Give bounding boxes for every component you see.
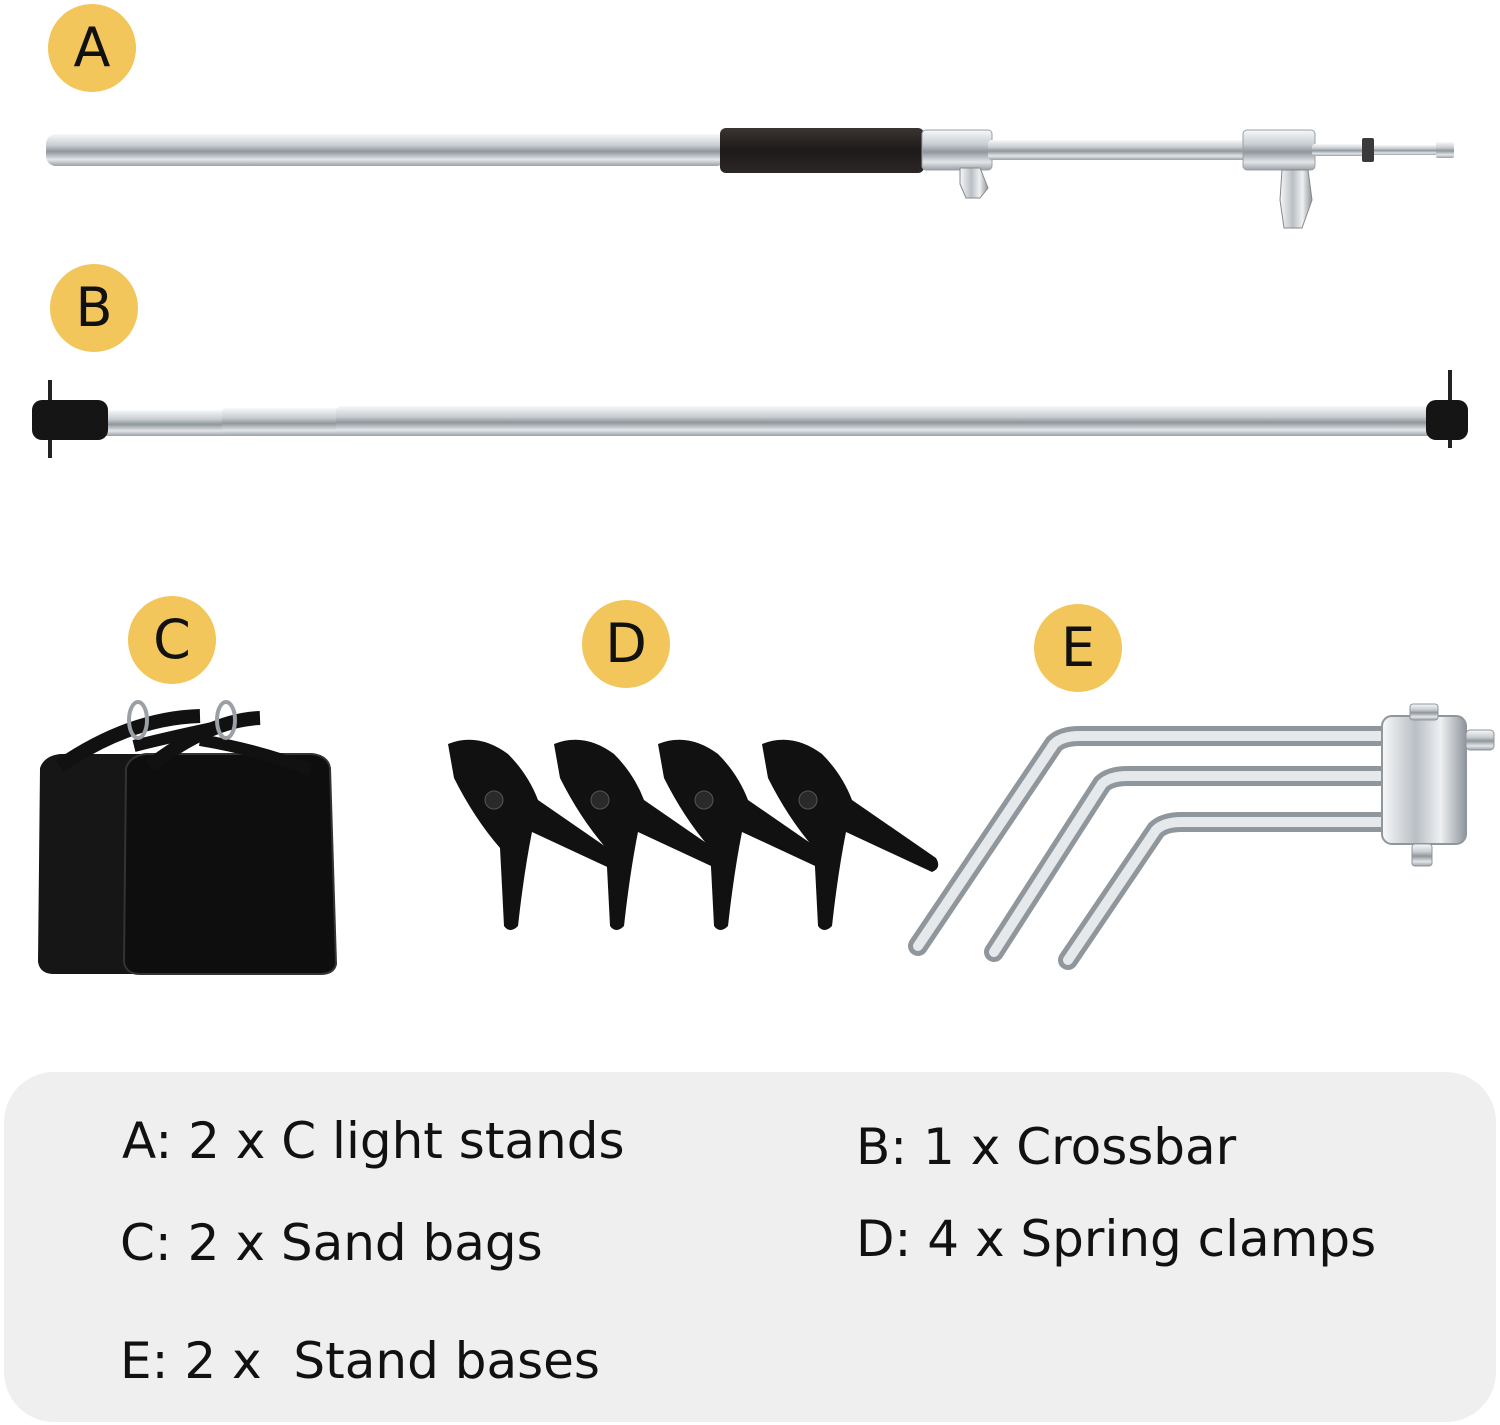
c-light-stand-image: [46, 128, 1454, 229]
stand-bases-image: [908, 703, 1495, 970]
label-badge-e: E: [1034, 604, 1122, 692]
legend-item-c: C: 2 x Sand bags: [120, 1214, 543, 1272]
label-badge-c: C: [128, 596, 216, 684]
sand-bags-image: [38, 700, 338, 975]
legend-panel: [4, 1072, 1496, 1422]
legend-item-b: B: 1 x Crossbar: [856, 1118, 1237, 1176]
label-badge-a: A: [48, 4, 136, 92]
legend-item-d: D: 4 x Spring clamps: [856, 1210, 1377, 1268]
label-badge-b: B: [50, 264, 138, 352]
legend-item-a: A: 2 x C light stands: [122, 1112, 625, 1170]
product-illustration: [32, 128, 1495, 975]
legend-item-e: E: 2 x Stand bases: [120, 1332, 600, 1390]
label-badge-d: D: [582, 600, 670, 688]
crossbar-image: [32, 370, 1468, 458]
spring-clamps-image: [448, 739, 939, 930]
